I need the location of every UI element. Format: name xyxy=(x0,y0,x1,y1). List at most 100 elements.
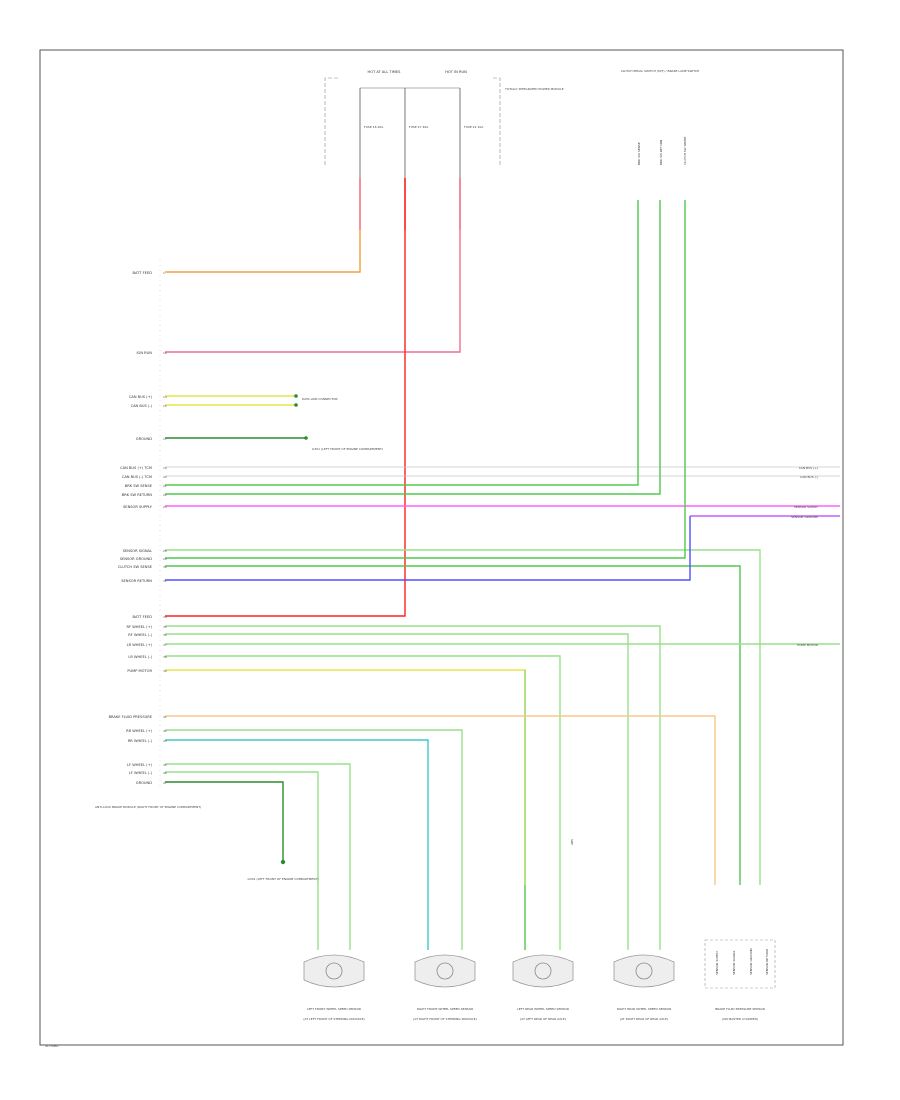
pin-label-14: CAN BUS (+) xyxy=(129,395,153,399)
pin-num-38: 38 xyxy=(163,655,167,659)
right-references: CAN BUS (+) CAN BUS (-) SENSOR SUPPLY SE… xyxy=(791,466,819,647)
pin-label-22: BRK SW RETURN xyxy=(122,493,153,497)
module-connector: BATT FEED IGN RUN CAN BUS (+) CAN BUS (-… xyxy=(95,260,201,809)
pin-num-47: 47 xyxy=(163,781,167,785)
pin-num-10: 10 xyxy=(163,351,167,355)
pin-label-45: LF WHEEL (+) xyxy=(127,763,153,767)
pin-num-46: 46 xyxy=(163,771,167,775)
pin-label-23: SENSOR SUPPLY xyxy=(123,505,153,509)
wheel-sensor-lf: LEFT FRONT WHEEL SPEED SENSOR (AT LEFT F… xyxy=(303,954,365,1021)
ref-can-minus: CAN BUS (-) xyxy=(800,475,818,479)
wire-clutch-sw xyxy=(165,565,741,885)
pin-num-15: 15 xyxy=(163,404,167,408)
wire-batt-feed-2 xyxy=(165,178,406,617)
pin-num-34: 34 xyxy=(163,615,167,619)
pin-num-30: 30 xyxy=(163,565,167,569)
pin-label-21: BRK SW SENSE xyxy=(125,484,153,488)
ground-g301-bottom: G301 (LEFT FRONT OF ENGINE COMPARTMENT) xyxy=(247,877,318,881)
ref-sensor-ground: SENSOR GROUND xyxy=(791,515,819,519)
wire-brk-sw-sense xyxy=(165,200,639,486)
pin-label-15: CAN BUS (-) xyxy=(131,404,153,408)
sensor-rf-name: RIGHT FRONT WHEEL SPEED SENSOR xyxy=(417,1007,473,1011)
wire-sensor-return xyxy=(165,516,691,581)
pin-num-28: 28 xyxy=(163,549,167,553)
fuse-header-right: HOT IN RUN xyxy=(445,70,467,74)
switch-title: CLUTCH PEDAL SWITCH (M/T) / BRAKE LAMP S… xyxy=(621,69,700,73)
pin-num-35: 35 xyxy=(163,625,167,629)
wire-sensor-ground xyxy=(165,200,686,559)
wire-brk-sw-return xyxy=(165,200,661,495)
sensor-pressure-note: (ON MASTER CYLINDER) xyxy=(722,1017,758,1021)
pin-num-20: 20 xyxy=(163,475,167,479)
pin-num-39: 39 xyxy=(163,669,167,673)
fuse-middle-label: FUSE 47 40A xyxy=(409,125,429,129)
sensor-pressure-name: BRAKE FLUID PRESSURE SENSOR xyxy=(715,1007,765,1011)
wire-ign-run xyxy=(165,178,461,353)
switch-connector: CLUTCH PEDAL SWITCH (M/T) / BRAKE LAMP S… xyxy=(621,69,700,165)
wire-rr-minus xyxy=(165,739,429,885)
wire-rf-plus xyxy=(165,625,661,885)
pin-num-22: 22 xyxy=(163,493,167,497)
fuse-block: HOT AT ALL TIMES HOT IN RUN TOTALLY INTE… xyxy=(324,70,564,178)
pin-label-47: GROUND xyxy=(136,781,152,785)
switch-pin-3: CLUTCH SW SENSE xyxy=(683,136,687,165)
pin-label-20: CAN BUS (-) TCM xyxy=(122,475,152,479)
pin-label-36: RF WHEEL (-) xyxy=(128,633,152,637)
pin-label-38: LR WHEEL (-) xyxy=(128,655,152,659)
ground-g301-label: G301 (LEFT FRONT OF ENGINE COMPARTMENT) xyxy=(312,447,383,451)
fuse-left-label: FUSE 16 20A xyxy=(364,125,384,129)
pin-num-36: 36 xyxy=(163,633,167,637)
pin-label-41: BRAKE FLUID PRESSURE xyxy=(109,715,153,719)
sensor-rf-note: (AT RIGHT FRONT OF STEERING KNUCKLE) xyxy=(413,1017,477,1021)
wire-brake-fluid xyxy=(165,715,716,885)
pin-label-42: RR WHEEL (+) xyxy=(126,729,152,733)
pin-num-14: 14 xyxy=(163,395,167,399)
pin-label-10: IGN RUN xyxy=(137,351,153,355)
wire-rr-plus xyxy=(165,729,463,885)
switch-pin-1: BRK SW SENSE xyxy=(637,142,641,165)
pin-num-29: 29 xyxy=(163,557,167,561)
pin-label-30: CLUTCH SW SENSE xyxy=(118,565,153,569)
pin-label-43: RR WHEEL (-) xyxy=(128,739,153,743)
pin-label-29: SENSOR GROUND xyxy=(120,557,152,561)
pin-label-37: LR WHEEL (+) xyxy=(127,643,153,647)
wire-sensor-signal xyxy=(165,549,761,885)
pin-num-42: 42 xyxy=(163,729,167,733)
ref-pump-motor: PUMP MOTOR xyxy=(797,643,818,647)
pin-num-1: 1 xyxy=(163,271,165,275)
pin-num-19: 19 xyxy=(163,466,167,470)
connector-arrows xyxy=(280,394,308,865)
splice-note: DATA LINK CONNECTOR xyxy=(302,397,338,401)
pin-num-21: 21 xyxy=(163,484,167,488)
pin-num-31: 31 xyxy=(163,579,167,583)
pressure-pin-1: SENSOR SUPPLY xyxy=(715,951,719,975)
pin-num-23: 23 xyxy=(163,505,167,509)
pin-num-43: 43 xyxy=(163,739,167,743)
pin-label-19: CAN BUS (+) TCM xyxy=(120,466,152,470)
wheel-sensor-rr: RIGHT REAR WHEEL SPEED SENSOR (AT RIGHT … xyxy=(613,954,675,1021)
wire-lr-minus xyxy=(165,655,561,885)
fuse-block-label: TOTALLY INTEGRATED POWER MODULE xyxy=(504,87,564,91)
splice-label: ABS xyxy=(570,839,574,845)
pin-num-41: 41 xyxy=(163,715,167,719)
sensor-rr-note: (AT RIGHT REAR OF REAR AXLE) xyxy=(620,1017,668,1021)
pin-label-31: SENSOR RETURN xyxy=(121,579,152,583)
pressure-pin-2: SENSOR SIGNAL xyxy=(732,950,736,975)
pressure-pin-3: SENSOR GROUND xyxy=(749,947,753,975)
diagram-frame xyxy=(39,49,844,1046)
ref-can-plus: CAN BUS (+) xyxy=(799,466,818,470)
sensor-lf-name: LEFT FRONT WHEEL SPEED SENSOR xyxy=(307,1007,361,1011)
pin-label-34: BATT FEED xyxy=(133,615,153,619)
wire-lf-plus xyxy=(165,763,351,885)
ref-sensor-supply: SENSOR SUPPLY xyxy=(794,505,818,509)
fuse-right-label: FUSE 22 10A xyxy=(464,125,484,129)
wire-lf-minus xyxy=(165,771,319,885)
wire-rf-minus xyxy=(165,633,629,885)
wire-pump-motor xyxy=(165,669,526,885)
sensor-lr-name: LEFT REAR WHEEL SPEED SENSOR xyxy=(517,1007,569,1011)
pin-label-39: PUMP MOTOR xyxy=(127,669,152,673)
switch-pin-2: BRK SW RETURN xyxy=(659,140,663,165)
pin-num-45: 45 xyxy=(163,763,167,767)
wires xyxy=(165,178,840,950)
